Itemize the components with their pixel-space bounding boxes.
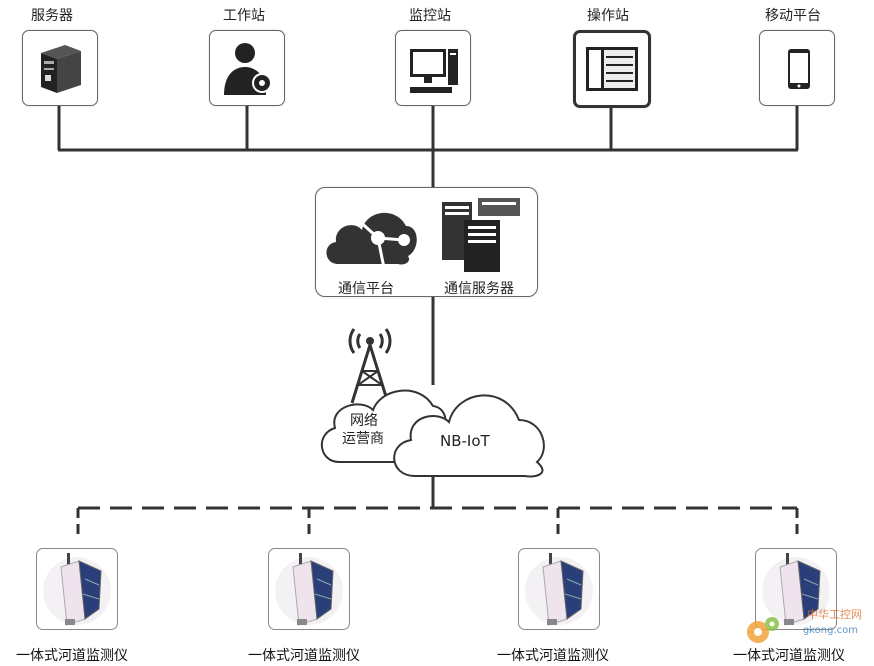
workstation-node[interactable] xyxy=(209,30,285,106)
operator-label-2: 运营商 xyxy=(342,431,384,447)
operator-station-node[interactable] xyxy=(573,30,651,108)
river-monitor-device-1[interactable] xyxy=(36,548,118,630)
river-monitor-device-3[interactable] xyxy=(518,548,600,630)
river-monitor-icon xyxy=(525,553,593,626)
network-clouds xyxy=(320,389,545,478)
mobile-phone-icon xyxy=(788,49,810,89)
monitor-station-node[interactable] xyxy=(395,30,471,106)
operator-station-label: 操作站 xyxy=(587,8,629,24)
server-node[interactable] xyxy=(22,30,98,106)
mobile-platform-label: 移动平台 xyxy=(765,8,821,24)
river-monitor-icon xyxy=(43,553,111,626)
comm-server-icon xyxy=(442,198,520,272)
river-monitor-icon xyxy=(275,553,343,626)
cloud-network-icon xyxy=(326,212,417,269)
device-label-4: 一体式河道监测仪 xyxy=(733,648,845,664)
river-monitor-icon xyxy=(762,553,830,626)
device-label-1: 一体式河道监测仪 xyxy=(16,648,128,664)
monitor-station-label: 监控站 xyxy=(409,8,451,24)
workstation-user-icon xyxy=(224,43,272,95)
gear-logo-icon xyxy=(747,617,779,643)
watermark-text: 中华工控网 xyxy=(807,608,862,621)
operator-label-1: 网络 xyxy=(350,413,378,429)
server-icon xyxy=(41,45,81,93)
operator-panel-icon xyxy=(586,47,638,91)
nbiot-label: NB-IoT xyxy=(440,432,490,450)
monitor-computer-icon xyxy=(410,49,458,93)
mobile-platform-node[interactable] xyxy=(759,30,835,106)
comm-server-label: 通信服务器 xyxy=(444,281,514,297)
workstation-label: 工作站 xyxy=(223,8,265,24)
communication-box: 通信平台 通信服务器 xyxy=(315,187,538,297)
device-label-2: 一体式河道监测仪 xyxy=(248,648,360,664)
river-monitor-device-4[interactable] xyxy=(755,548,837,630)
river-monitor-device-2[interactable] xyxy=(268,548,350,630)
cell-tower-icon xyxy=(348,328,392,404)
comm-platform-label: 通信平台 xyxy=(338,281,394,297)
watermark-url: gkong.com xyxy=(802,625,858,636)
device-label-3: 一体式河道监测仪 xyxy=(497,648,609,664)
nbiot-cloud xyxy=(393,394,545,478)
server-label: 服务器 xyxy=(31,8,73,24)
